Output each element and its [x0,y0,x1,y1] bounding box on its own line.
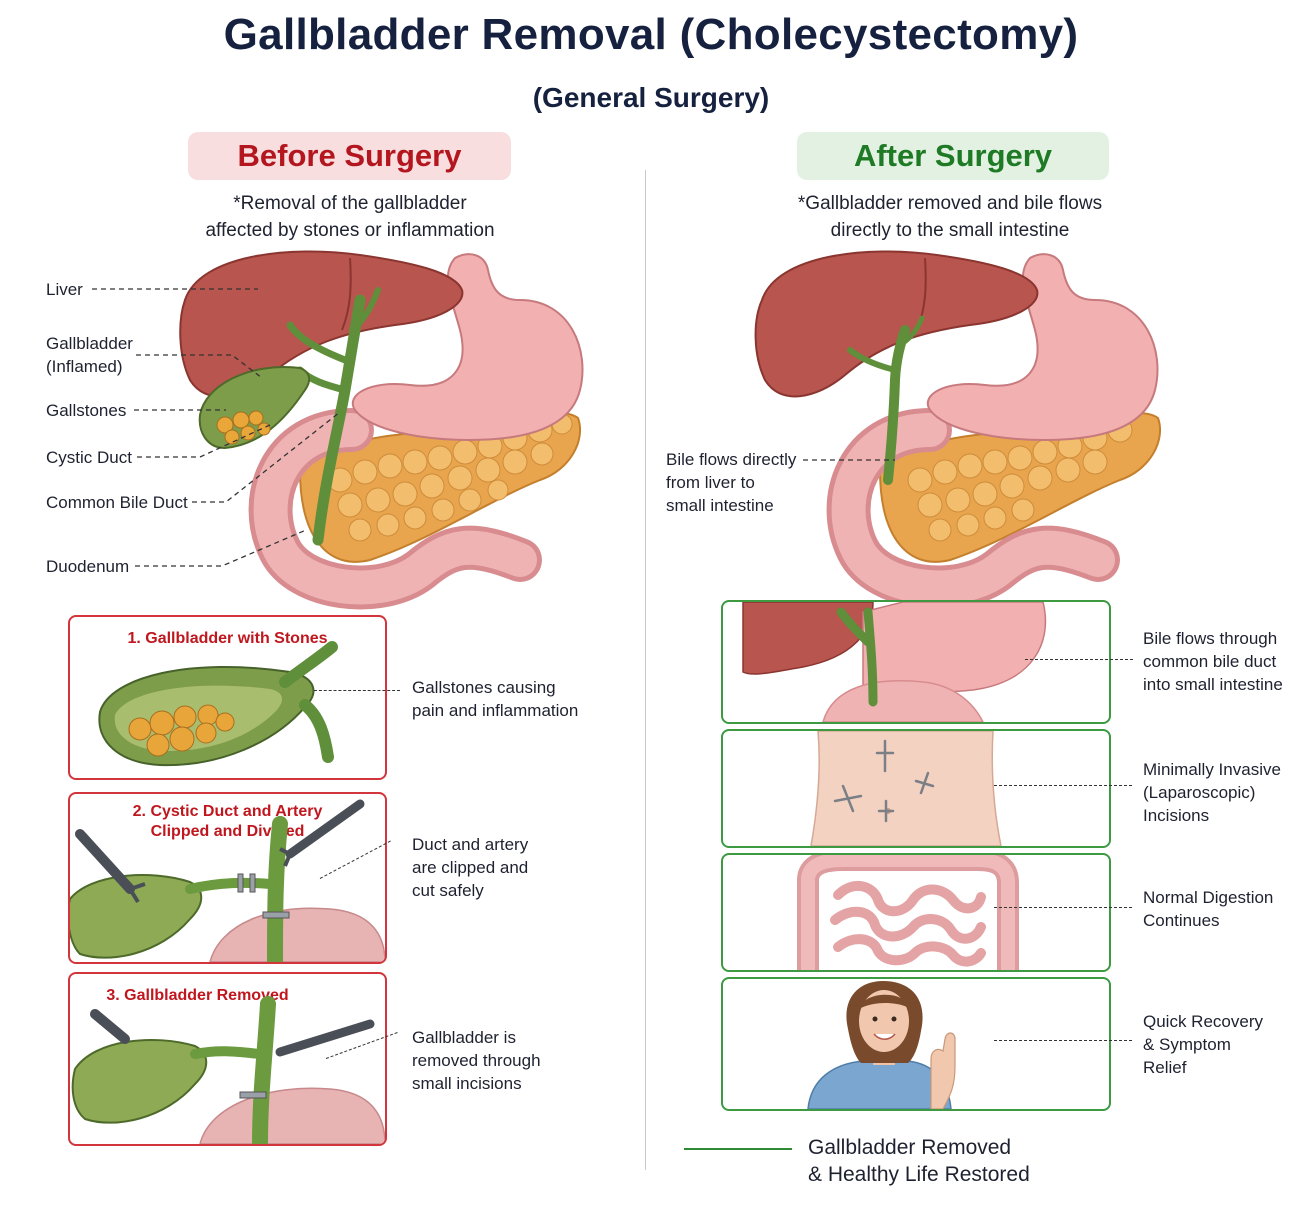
pancreas-shape [298,411,581,563]
after-panel-1-caption-line: common bile duct [1143,652,1277,671]
label-bile-flow-line: small intestine [666,496,774,515]
before-surgery-heading: Before Surgery [188,132,511,180]
step-2-caption-line: cut safely [412,881,484,900]
after-panel-recovery [721,977,1111,1111]
bile-flow-illustration [742,602,1047,722]
after-panel-2-caption-line: Minimally Invasive [1143,760,1281,779]
gallbladder-stones-illustration [98,641,338,767]
after-panel-3-caption-line: Continues [1143,911,1220,930]
step-1-caption: Gallstones causing pain and inflammation [412,676,578,722]
abdomen-incisions-illustration [810,731,1002,846]
after-panel-3-caption: Normal Digestion Continues [1143,886,1273,932]
after-panel-4-caption-line: Relief [1143,1058,1187,1077]
after-panel-1-leader [1025,659,1133,660]
after-panel-1-caption-line: into small intestine [1143,675,1283,694]
after-note-line: *Gallbladder removed and bile flows [797,193,1103,214]
step-3-caption-line: removed through [412,1051,541,1070]
after-panel-4-caption-line: Quick Recovery [1143,1012,1263,1031]
after-panel-bile-flow [721,600,1111,724]
step-1-caption-line: pain and inflammation [412,701,579,720]
step-3-caption: Gallbladder is removed through small inc… [412,1026,541,1095]
step-1-leader [314,690,400,691]
after-panel-2-caption: Minimally Invasive (Laparoscopic) Incisi… [1143,758,1281,827]
after-panel-3-caption-line: Normal Digestion [1143,888,1274,907]
label-bile-flow: Bile flows directly from liver to small … [666,448,796,517]
legend-line [684,1148,792,1150]
step-2-title: 2. Cystic Duct and Artery Clipped and Di… [70,802,385,842]
label-gallstones: Gallstones [46,401,127,420]
step-2-panel: 2. Cystic Duct and Artery Clipped and Di… [68,792,387,964]
after-panel-1-caption: Bile flows through common bile duct into… [1143,627,1283,696]
step-2-caption-line: Duct and artery [412,835,529,854]
step-2-title-line: 2. Cystic Duct and Artery [132,803,323,820]
after-surgery-heading: After Surgery [797,132,1109,180]
page-subtitle: (General Surgery) [532,82,770,113]
after-panel-digestion [721,853,1111,972]
step-3-caption-line: small incisions [412,1074,522,1093]
liver-shape [179,250,464,398]
pancreas-shape [878,411,1161,563]
label-bile-flow-line: Bile flows directly [666,450,797,469]
liver-shape [754,250,1039,398]
happy-patient-illustration [807,981,956,1109]
label-duodenum: Duodenum [46,557,130,576]
step-2-caption: Duct and artery are clipped and cut safe… [412,833,528,902]
step-3-title: 3. Gallbladder Removed [106,987,289,1004]
after-panel-4-caption-line: & Symptom [1143,1035,1231,1054]
label-gallbladder-line: Gallbladder [46,334,133,353]
page-title: Gallbladder Removal (Cholecystectomy) [223,10,1079,59]
after-panel-incisions [721,729,1111,848]
after-note: *Gallbladder removed and bile flows dire… [750,190,1150,244]
step-1-caption-line: Gallstones causing [412,678,556,697]
step-1-title: 1. Gallbladder with Stones [127,630,328,647]
after-panel-4-caption: Quick Recovery & Symptom Relief [1143,1010,1263,1079]
step-2-title-line: Clipped and Divided [150,823,305,840]
after-panel-2-caption-line: (Laparoscopic) [1143,783,1256,802]
intestines-illustration [797,855,1019,970]
step-3-panel: 3. Gallbladder Removed [68,972,387,1146]
stomach-shape [352,253,584,442]
label-gallbladder: Gallbladder (Inflamed) [46,332,133,378]
center-divider [645,170,646,1170]
after-panel-2-caption-line: Incisions [1143,806,1210,825]
duct-clipping-illustration [70,799,385,962]
before-note: *Removal of the gallbladder affected by … [150,190,550,244]
legend-text: Gallbladder Removed & Healthy Life Resto… [808,1134,1030,1188]
before-note-line: affected by stones or inflammation [205,220,495,241]
legend-line-2: & Healthy Life Restored [808,1163,1030,1186]
after-note-line: directly to the small intestine [830,220,1070,241]
label-common-bile-duct: Common Bile Duct [46,493,188,512]
after-panel-2-leader [994,785,1132,786]
after-panel-3-leader [994,907,1132,908]
step-1-panel: 1. Gallbladder with Stones [68,615,387,780]
label-liver: Liver [46,280,83,299]
before-note-line: *Removal of the gallbladder [233,193,467,214]
step-2-caption-line: are clipped and [412,858,529,877]
bile-duct-shape [847,315,925,485]
label-gallbladder-line: (Inflamed) [46,357,123,376]
label-cystic-duct: Cystic Duct [46,448,132,467]
step-3-caption-line: Gallbladder is [412,1028,516,1047]
stomach-shape [927,253,1159,442]
label-bile-flow-line: from liver to [666,473,755,492]
after-panel-4-leader [994,1040,1132,1041]
gallbladder-removed-illustration [71,996,385,1144]
legend-line-1: Gallbladder Removed [808,1136,1012,1159]
after-panel-1-caption-line: Bile flows through [1143,629,1278,648]
